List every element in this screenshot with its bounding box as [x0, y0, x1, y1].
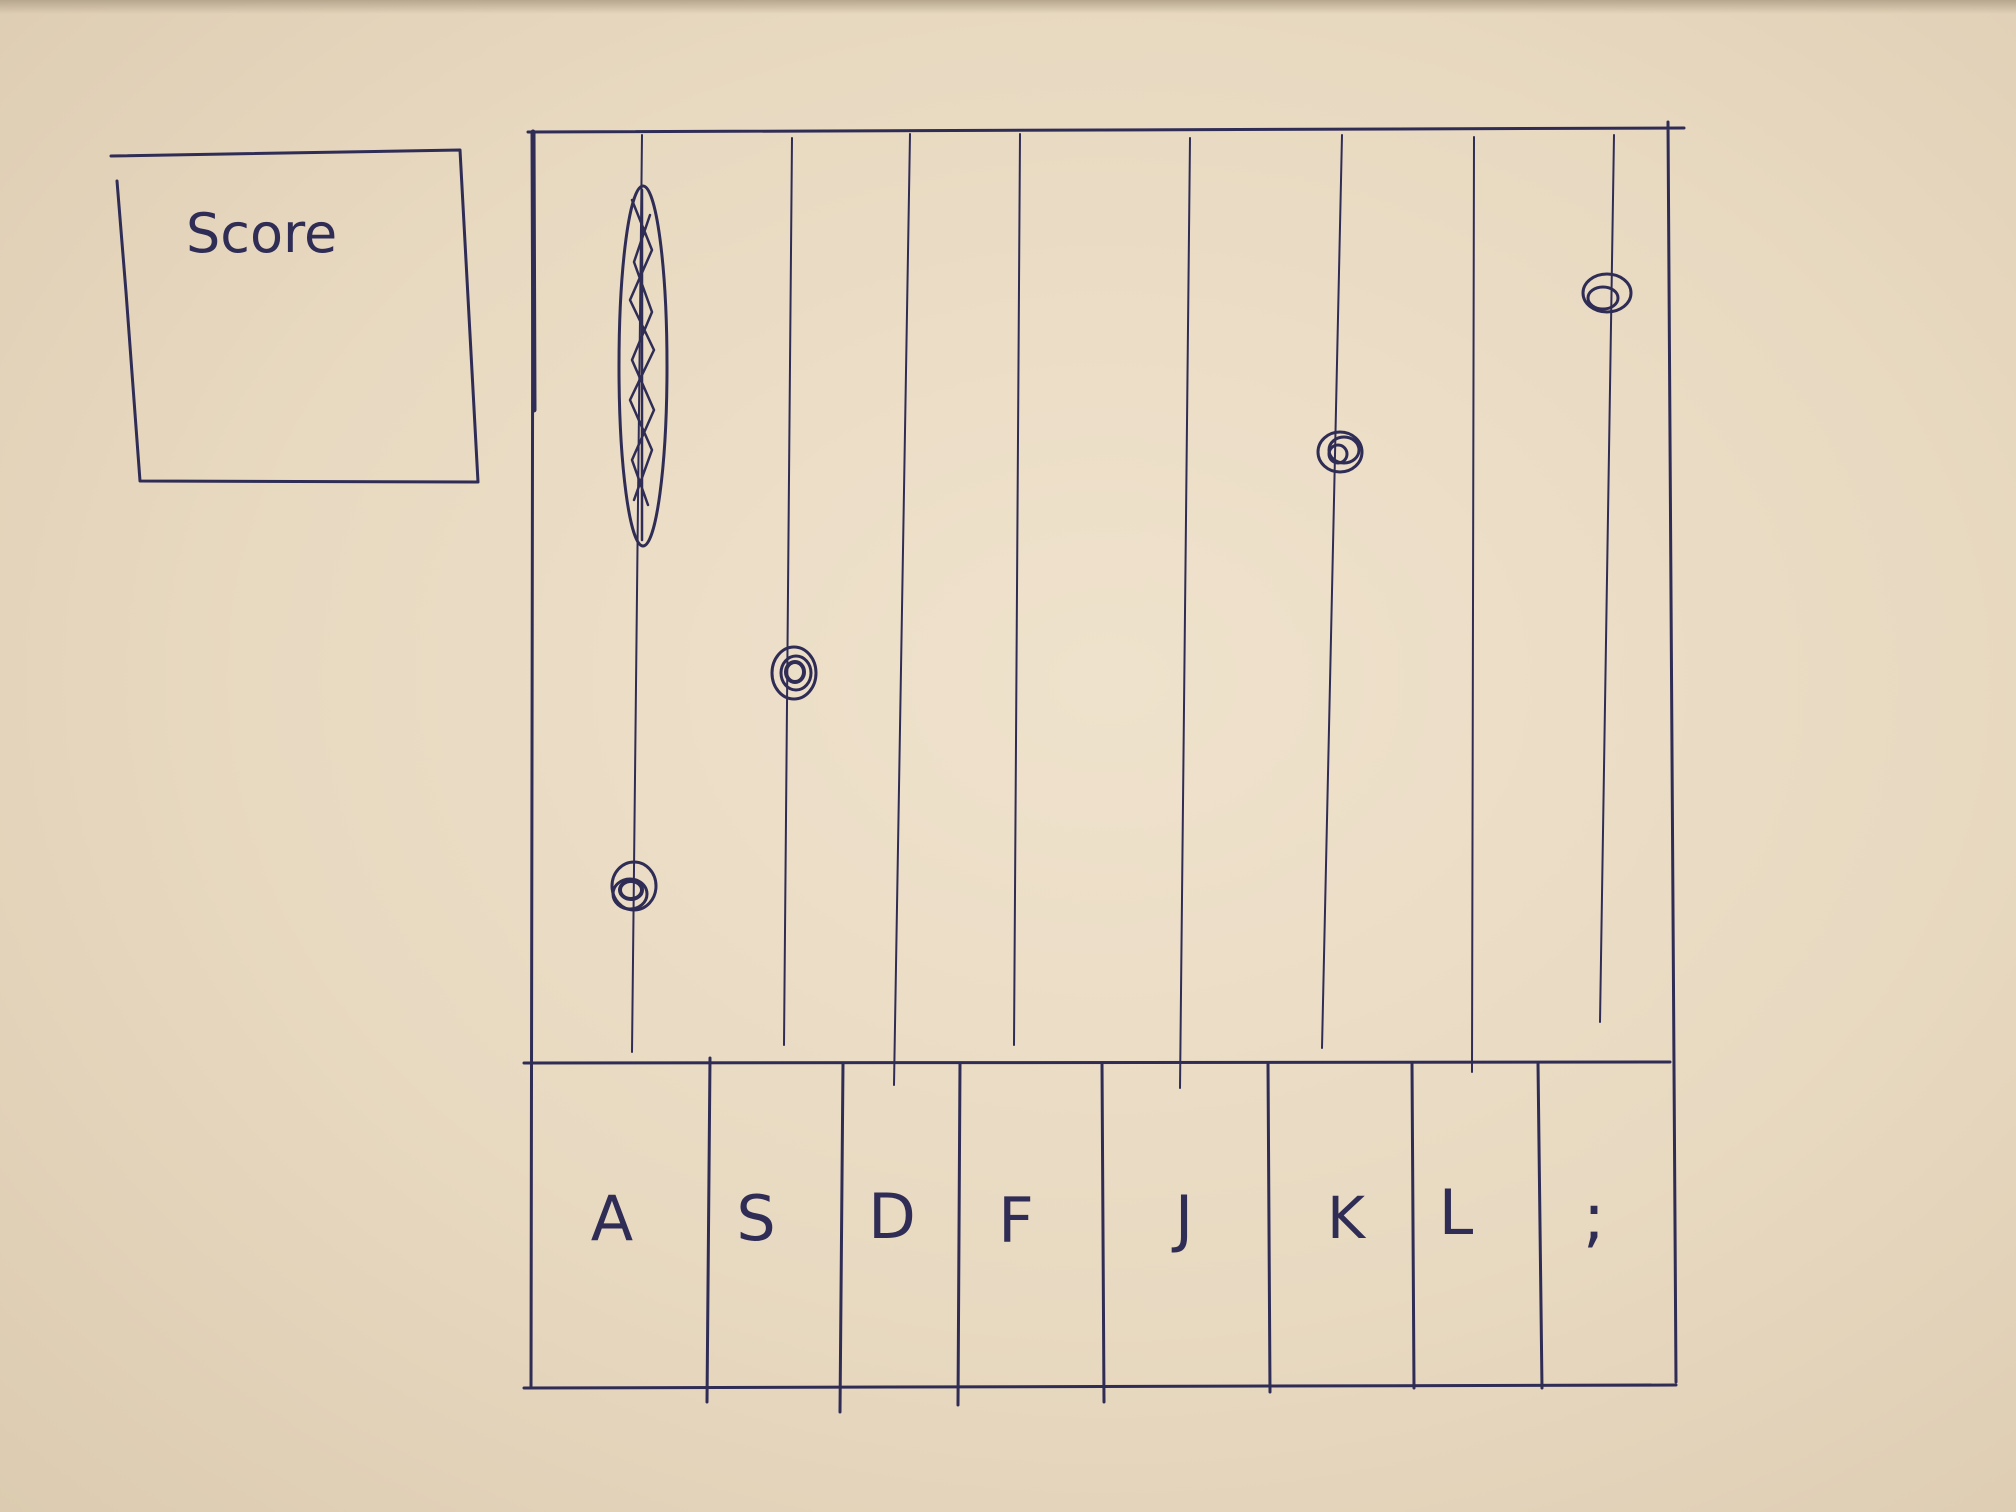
- lane-line-k: [1321, 134, 1343, 1049]
- key-label-a: A: [591, 1182, 633, 1255]
- paper-edge-shadow: [0, 0, 2016, 14]
- lane-line-j: [1179, 137, 1191, 1089]
- key-label-semicolon: ;: [1583, 1179, 1605, 1256]
- key-divider: [1266, 1061, 1272, 1394]
- hold-note: [617, 184, 669, 548]
- lane-line-d: [893, 133, 911, 1086]
- score-panel-border: [109, 148, 480, 484]
- key-label-l: L: [1439, 1176, 1474, 1249]
- lane-line-f: [1013, 133, 1021, 1046]
- score-label: Score: [186, 202, 337, 265]
- lane-lines: [631, 133, 1615, 1089]
- key-label-k: K: [1327, 1184, 1367, 1252]
- playfield: [522, 120, 1686, 1390]
- key-row-dividers: [705, 1056, 1544, 1414]
- lane-line-semicolon: [1599, 134, 1615, 1023]
- tap-note: [770, 645, 818, 701]
- key-divider: [956, 1061, 962, 1407]
- notes: [610, 184, 1633, 912]
- key-label-d: D: [868, 1180, 916, 1253]
- key-label-s: S: [736, 1182, 775, 1255]
- score-panel: Score: [109, 148, 480, 484]
- playfield-left-edge-emphasis: [530, 129, 537, 413]
- key-divider: [1536, 1061, 1544, 1390]
- key-label-f: F: [998, 1184, 1034, 1257]
- lane-line-l: [1471, 136, 1475, 1073]
- key-divider: [1100, 1061, 1106, 1404]
- lane-line-s: [783, 137, 793, 1046]
- key-divider: [705, 1056, 712, 1404]
- tap-note: [1581, 272, 1633, 314]
- tap-note: [1316, 430, 1364, 474]
- key-label-j: J: [1171, 1182, 1193, 1255]
- playfield-border: [522, 120, 1686, 1390]
- key-labels: A S D F J K L ;: [591, 1176, 1605, 1257]
- key-divider: [838, 1061, 845, 1414]
- tap-note: [610, 860, 658, 912]
- key-divider: [1410, 1061, 1416, 1390]
